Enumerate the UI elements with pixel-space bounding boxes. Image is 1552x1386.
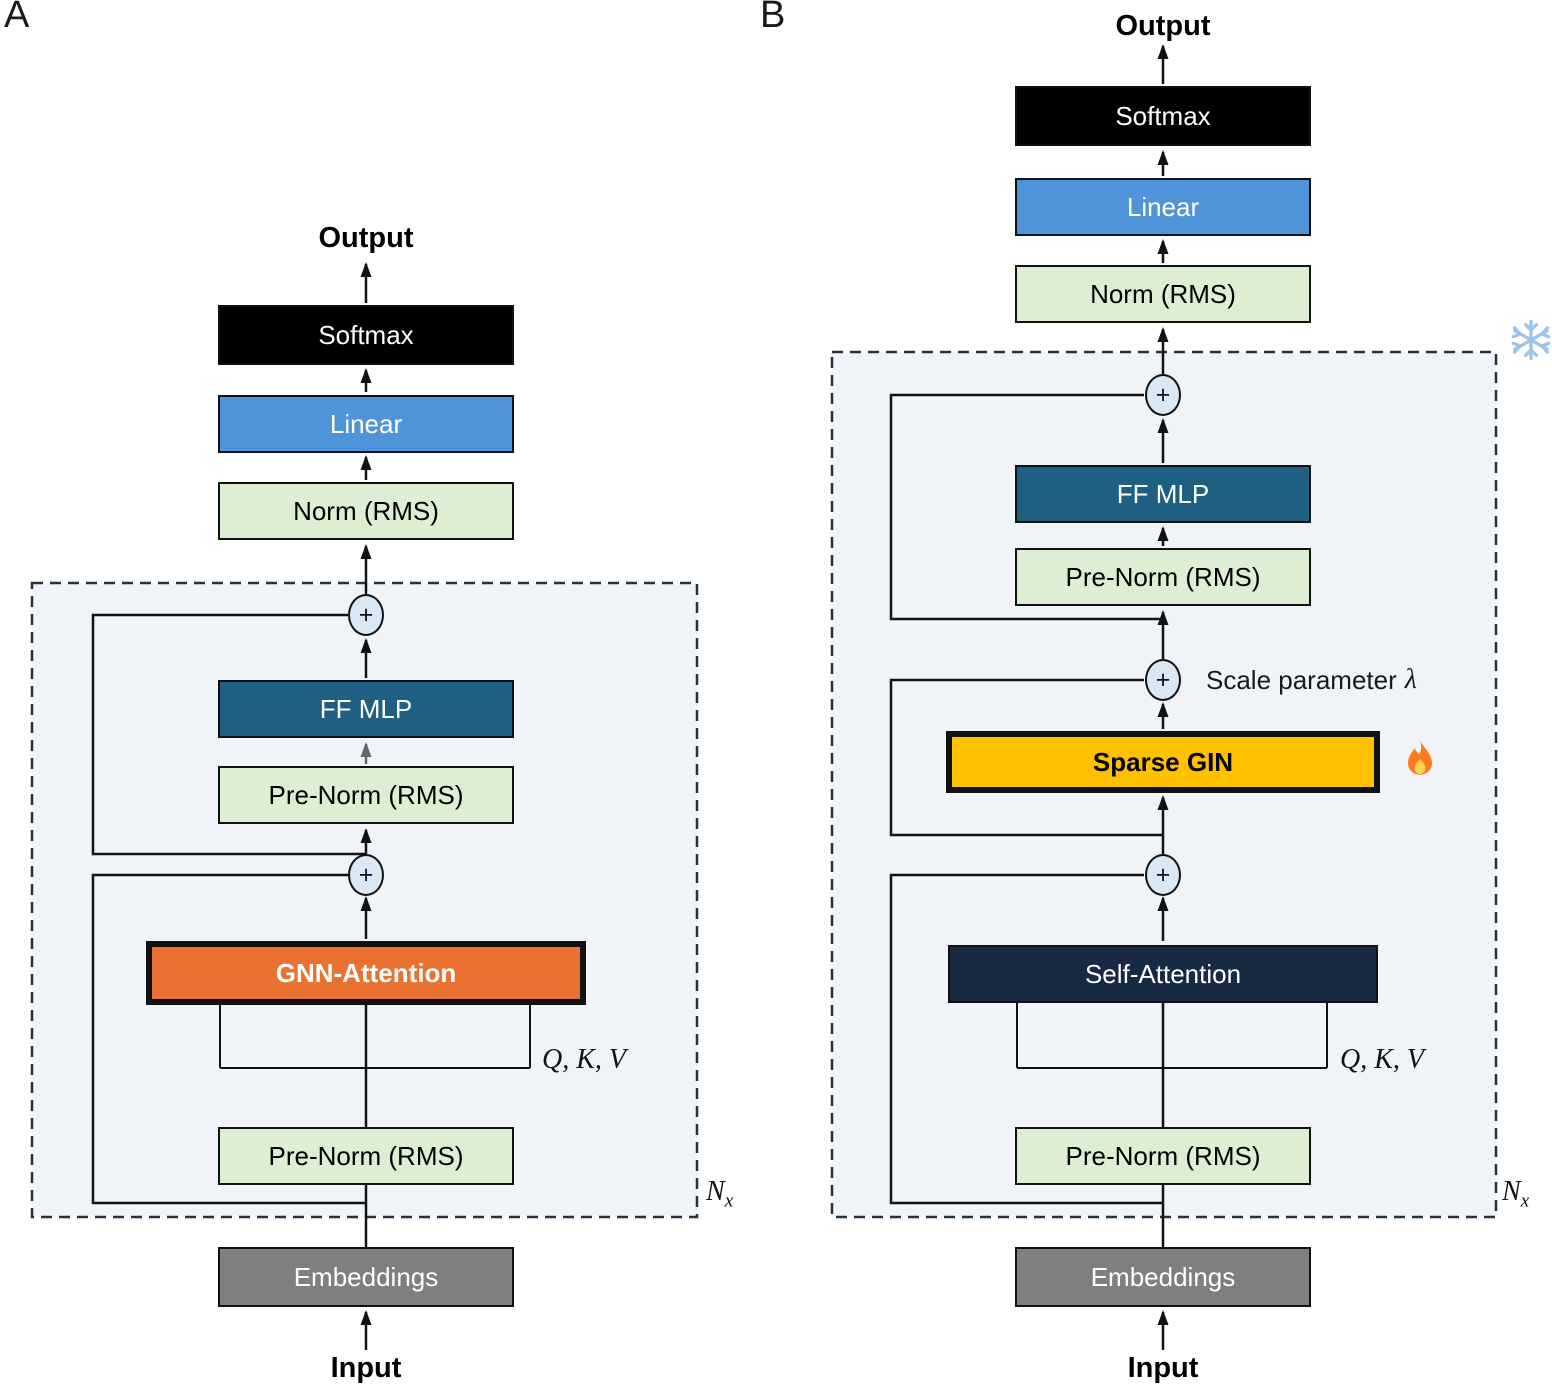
repeat-x: x bbox=[1520, 1190, 1530, 1212]
lambda-symbol: λ bbox=[1404, 664, 1417, 695]
norm-block-a: Norm (RMS) bbox=[218, 482, 514, 540]
repeat-n: N bbox=[706, 1176, 725, 1207]
repeat-x: x bbox=[724, 1190, 734, 1212]
residual-add-ff-a: + bbox=[348, 594, 384, 636]
linear-block-a: Linear bbox=[218, 395, 514, 453]
scale-parameter-text: Scale parameter bbox=[1206, 664, 1397, 695]
repeat-count-label-b: Nx bbox=[1502, 1176, 1529, 1213]
residual-add-ff-b: + bbox=[1145, 374, 1181, 416]
panel-b-wires bbox=[889, 44, 1328, 1350]
qkv-label-a: Q, K, V bbox=[542, 1044, 626, 1075]
gnn-attention-block: GNN-Attention bbox=[146, 941, 586, 1005]
ff-mlp-block-b: FF MLP bbox=[1015, 465, 1311, 523]
embeddings-block-b: Embeddings bbox=[1015, 1247, 1311, 1307]
linear-block-b: Linear bbox=[1015, 178, 1311, 236]
panel-a-label: A bbox=[4, 0, 30, 36]
panel-b-label: B bbox=[760, 0, 786, 36]
fire-icon bbox=[1400, 738, 1440, 783]
pre-norm-ff-block-b: Pre-Norm (RMS) bbox=[1015, 548, 1311, 606]
snowflake-icon bbox=[1509, 318, 1552, 367]
repeat-region-a bbox=[30, 581, 699, 1219]
pre-norm-attn-block-b: Pre-Norm (RMS) bbox=[1015, 1127, 1311, 1185]
softmax-block-a: Softmax bbox=[218, 305, 514, 365]
qkv-label-b: Q, K, V bbox=[1340, 1044, 1424, 1075]
residual-add-attn-b: + bbox=[1145, 854, 1181, 896]
pre-norm-attn-block-a: Pre-Norm (RMS) bbox=[218, 1127, 514, 1185]
panel-a-wires bbox=[91, 262, 531, 1350]
norm-block-b: Norm (RMS) bbox=[1015, 265, 1311, 323]
output-label-b: Output bbox=[1115, 10, 1211, 42]
embeddings-block-a: Embeddings bbox=[218, 1247, 514, 1307]
sparse-gin-block: Sparse GIN bbox=[946, 731, 1380, 793]
repeat-n: N bbox=[1502, 1176, 1521, 1207]
repeat-count-label-a: Nx bbox=[706, 1176, 733, 1213]
self-attention-block: Self-Attention bbox=[948, 945, 1378, 1003]
softmax-block-b: Softmax bbox=[1015, 86, 1311, 146]
output-label-a: Output bbox=[318, 222, 414, 254]
pre-norm-ff-block-a: Pre-Norm (RMS) bbox=[218, 766, 514, 824]
scale-add-gin-b: + bbox=[1145, 659, 1181, 701]
input-label-a: Input bbox=[330, 1352, 402, 1384]
input-label-b: Input bbox=[1127, 1352, 1199, 1384]
residual-add-attn-a: + bbox=[348, 854, 384, 896]
ff-mlp-block-a: FF MLP bbox=[218, 680, 514, 738]
